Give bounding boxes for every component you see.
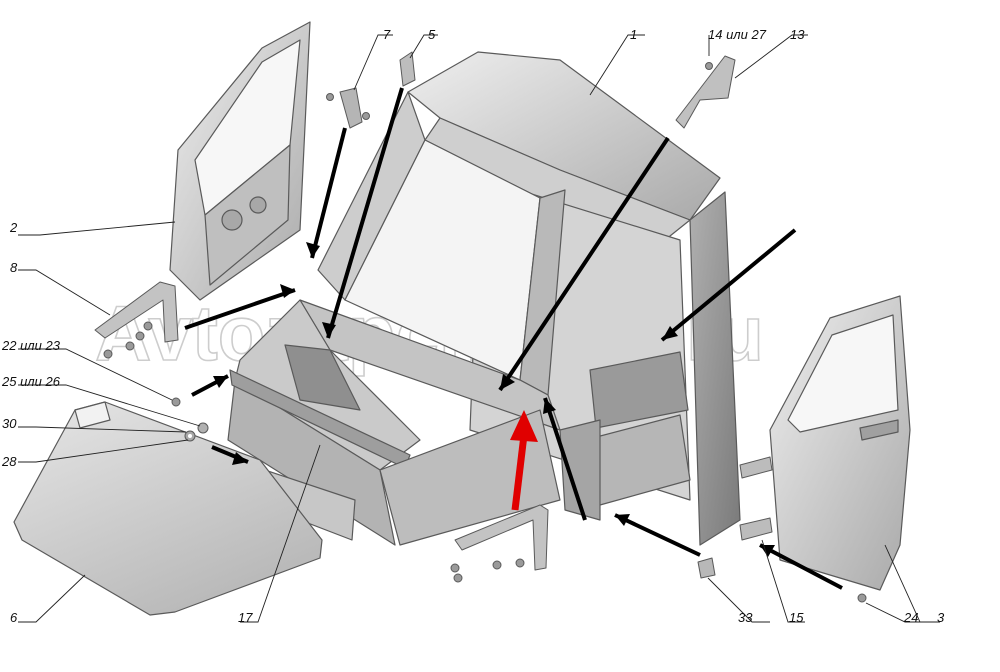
highlight-arrow — [510, 410, 538, 511]
assembly-arrows — [184, 87, 843, 590]
bolt-22 — [171, 397, 181, 407]
callout-30: 30 — [2, 416, 17, 431]
hinge-15 — [739, 517, 773, 541]
callout-22: 22 или 23 — [1, 338, 61, 353]
callout-1: 1 — [630, 27, 637, 42]
callout-7: 7 — [383, 27, 391, 42]
arrow-33 — [614, 513, 701, 557]
right-door — [769, 295, 911, 591]
arrow-5 — [326, 87, 404, 339]
part-5 — [399, 51, 416, 87]
callout-2: 2 — [9, 220, 18, 235]
callout-25: 25 или 26 — [1, 374, 61, 389]
arrow-lower — [543, 397, 587, 521]
bolt-24 — [857, 593, 867, 603]
nut-25 — [197, 422, 209, 434]
hood — [13, 401, 323, 616]
callout-3: 3 — [937, 610, 945, 625]
arrow-24 — [759, 543, 843, 590]
part-33 — [697, 557, 716, 579]
arrow-7 — [310, 127, 347, 259]
left-door — [169, 21, 311, 301]
hinge-upper — [739, 456, 773, 479]
callout-24: 24 — [903, 610, 918, 625]
callout-8: 8 — [10, 260, 18, 275]
callout-14: 14 или 27 — [708, 27, 767, 42]
callout-6: 6 — [10, 610, 18, 625]
bracket-7 — [339, 87, 363, 129]
arrow-8 — [184, 288, 296, 330]
callout-5: 5 — [428, 27, 436, 42]
callout-13: 13 — [790, 27, 805, 42]
bracket-13 — [675, 55, 736, 129]
callout-33: 33 — [738, 610, 753, 625]
leader-lines — [18, 34, 940, 623]
arrow-right-rear — [660, 228, 797, 342]
callout-labels: 1 2 3 5 6 7 8 13 14 или 27 15 17 22 или … — [1, 27, 945, 625]
callout-15: 15 — [789, 610, 804, 625]
callout-28: 28 — [1, 454, 17, 469]
callout-17: 17 — [238, 610, 253, 625]
bracket-8 — [94, 281, 179, 343]
lower-bracket — [454, 504, 549, 571]
small-parts — [94, 51, 867, 603]
arrow-13 — [498, 136, 670, 392]
